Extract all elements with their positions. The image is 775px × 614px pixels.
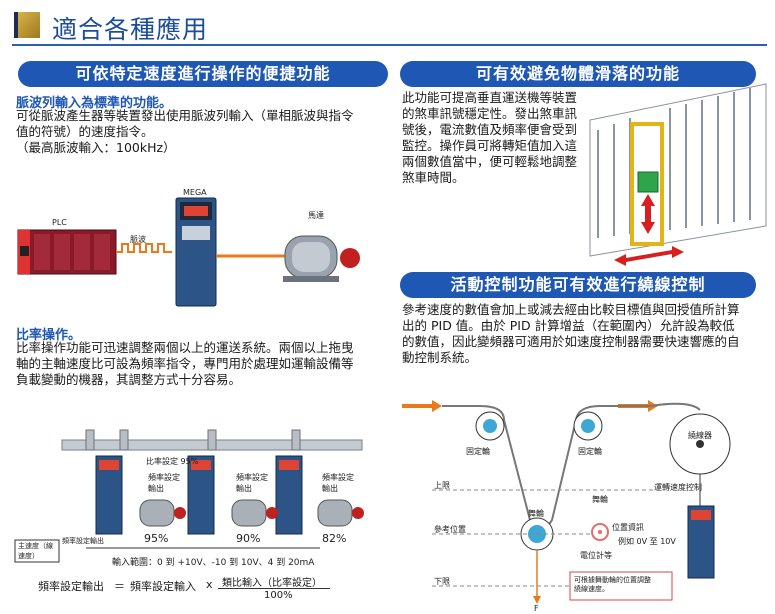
ratio-text: 比率操作功能可迅速調整兩個以上的運送系統。兩個以上拖曳 軸的主軸速度比可設為頻率… (16, 340, 354, 388)
formula-lhs: 頻率設定輸出 (38, 580, 104, 593)
formula-rhs: 頻率設定輸入 (130, 580, 196, 593)
page-title: 適合各種應用 (52, 15, 209, 44)
pid-line: 出的 PID 值。由於 PID 計算增益（在範圍內）允許設為較低 (402, 318, 735, 333)
fixed-roller-2-label: 固定輪 (578, 447, 602, 456)
elevator-frame (630, 122, 664, 246)
fixed-roller-1-label: 固定輪 (466, 447, 490, 456)
force-label: F (534, 604, 539, 613)
mega-label: MEGA (183, 188, 207, 197)
dancer-label-1: 舞輪 (592, 495, 608, 504)
pid-line: 動控制系統。 (402, 350, 478, 365)
pulse-line: （最高脈波輸入：100kHz） (16, 140, 176, 155)
upper-limit-label: 上限 (434, 481, 450, 490)
formula-fraction-bar (218, 588, 330, 589)
motor-icon (283, 235, 360, 282)
ratio-motor-icon (139, 499, 364, 527)
ratio-pct-1: 95% (144, 532, 169, 545)
header-mark-icon (14, 12, 40, 38)
page-header: 適合各種應用 (12, 8, 767, 48)
freq-output-label: 頻率設定輸出 (62, 537, 104, 545)
pid-line: 參考速度的數值會加上或減去經由比較目標值與回授值所計算 (402, 302, 740, 317)
winder-icon (669, 413, 731, 475)
plc-label: PLC (52, 218, 67, 227)
motor-label: 馬達 (308, 211, 324, 220)
lower-limit-label: 下限 (434, 577, 450, 586)
formula-den: 100% (264, 590, 293, 601)
potentiometer-label: 電位計等 (580, 551, 612, 560)
formula-eq: ＝ (114, 580, 125, 593)
ratio-line: 軸的主軸速度比可設為頻率指令，專門用於處理如運輸設備等 (16, 356, 354, 371)
formula-times: x (206, 578, 213, 591)
brake-line: 監控。操作員可將轉矩值加入這 (402, 138, 578, 153)
freq-setting-label: 頻率設定 輸出 (236, 473, 268, 493)
potentiometer-icon (591, 523, 609, 541)
dancer-label-2: 舞輪 (528, 509, 544, 518)
pulse-line: 可從脈波產生器等裝置發出使用脈波列輸入（單相脈波與指令 (16, 108, 354, 123)
position-info-label: 位置資訊 (612, 523, 644, 532)
mega-inverter-icon (175, 197, 217, 307)
main-speed-label: 主速度（線 速度） (18, 542, 53, 560)
ratio-pct-2: 90% (236, 532, 261, 545)
pid-text: 參考速度的數值會加上或減去經由比較目標值與回授值所計算 出的 PID 值。由於 … (402, 302, 740, 366)
section-pill-dancer: 活動控制功能可有效進行繞線控制 (400, 272, 756, 298)
reference-position-label: 參考位置 (434, 525, 466, 534)
fixed-roller-icon (475, 411, 603, 441)
pid-line: 的數值，因此變頻器可適用於如速度控制器需要快速響應的自 (402, 334, 740, 349)
ratio-subhead: 比率操作。 (16, 328, 82, 343)
updown-arrow-icon (641, 194, 655, 234)
leftright-arrow-icon (614, 246, 684, 266)
section-pill-antislip: 可有效避免物體滑落的功能 (400, 61, 756, 87)
ratio-inverter-icon (95, 455, 303, 535)
brake-line: 兩個數值當中，便可輕鬆地調整 (402, 154, 578, 169)
ratio-pct-3: 82% (322, 532, 347, 545)
brake-text: 此功能可提高垂直運送機等裝置 的煞車訊號穩定性。發出煞車訊 號後，電流數值及頻率… (402, 90, 577, 186)
brake-line: 煞車時間。 (402, 170, 465, 185)
pulse-text: 可從脈波產生器等裝置發出使用脈波列輸入（單相脈波與指令 值的符號）的速度指令。 … (16, 108, 354, 156)
note-label: 可根據舞動輪的位置調整 繞線速度。 (574, 576, 651, 593)
pulse-wave (116, 243, 172, 253)
formula-num: 類比輸入（比率設定） (222, 578, 322, 589)
pulse-line: 值的符號）的速度指令。 (16, 124, 154, 139)
winding-inverter-icon (687, 505, 715, 579)
input-range-label: 輸入範圍：0 到 +10V、-10 到 10V、4 到 20mA (112, 558, 315, 568)
freq-setting-label: 頻率設定 輸出 (322, 473, 354, 493)
header-divider (12, 44, 767, 46)
pulse-label: 脈波 (130, 235, 146, 244)
freq-setting-label: 頻率設定 輸出 (148, 473, 180, 493)
voltage-example-label: 例如 0V 至 10V (618, 537, 676, 546)
brake-line: 的煞車訊號穩定性。發出煞車訊 (402, 106, 578, 121)
ratio-setting-label: 比率設定 95% (146, 457, 199, 466)
section-pill-convenient: 可依特定速度進行操作的便捷功能 (18, 61, 388, 87)
plc-unit-icon (17, 229, 117, 275)
brake-line: 此功能可提高垂直運送機等裝置 (402, 90, 578, 105)
rotation-control-label: 運轉速度控制 (654, 483, 702, 492)
pulse-subhead: 脈波列輸入為標準的功能。 (16, 96, 173, 111)
brake-line: 號後，電流數值及頻率便會受到 (402, 122, 578, 137)
winder-label: 繞線器 (688, 431, 712, 440)
ratio-line: 比率操作功能可迅速調整兩個以上的運送系統。兩個以上拖曳 (16, 340, 354, 355)
ratio-line: 負載變動的機器，其調整方式十分容易。 (16, 372, 242, 387)
